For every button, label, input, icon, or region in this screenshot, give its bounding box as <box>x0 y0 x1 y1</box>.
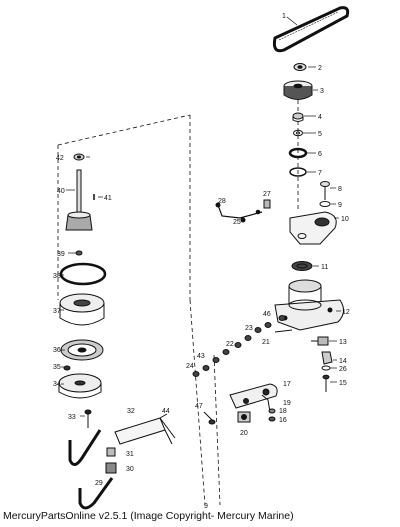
callout-8: 8 <box>338 186 342 193</box>
callout-4: 4 <box>318 114 322 121</box>
part-5-washer <box>293 129 303 137</box>
part-33-screw <box>84 409 92 428</box>
part-28-hose <box>215 202 263 219</box>
callout-30: 30 <box>126 466 134 473</box>
callout-47: 47 <box>195 403 203 410</box>
part-17-bracket <box>229 383 278 409</box>
callout-20: 20 <box>240 430 248 437</box>
part-3-pulley <box>283 80 313 100</box>
part-8-bolt <box>320 181 330 200</box>
callout-23: 23 <box>245 325 253 332</box>
part-32-tube <box>114 417 176 445</box>
callout-35: 35 <box>53 364 61 371</box>
callout-10: 10 <box>341 216 349 223</box>
callout-labels: 1 2 3 4 5 6 7 8 9 10 11 12 13 14 15 16 1… <box>53 13 350 510</box>
callout-1: 1 <box>282 13 286 20</box>
callout-44: 44 <box>162 408 170 415</box>
callout-29: 29 <box>95 480 103 487</box>
part-34-cover <box>58 373 102 399</box>
part-18-washer <box>268 408 276 414</box>
part-25-clip <box>240 217 246 223</box>
callout-25: 25 <box>233 219 241 226</box>
part-9-washer <box>319 201 331 207</box>
part-20-block <box>237 411 251 423</box>
callout-32: 32 <box>127 408 135 415</box>
part-44-clip <box>159 413 168 419</box>
callout-7: 7 <box>318 170 322 177</box>
part-27-fitting <box>263 199 271 209</box>
part-39-key <box>75 250 83 256</box>
part-47-screw <box>203 411 216 425</box>
part-11-ring <box>291 261 313 271</box>
image-caption: MercuryPartsOnline v2.5.1 (Image Copyrig… <box>3 510 294 522</box>
callout-15: 15 <box>339 380 347 387</box>
callout-38: 38 <box>53 273 61 280</box>
callout-5: 5 <box>318 131 322 138</box>
callout-22: 22 <box>226 341 234 348</box>
callout-6: 6 <box>318 151 322 158</box>
page-number: 9 <box>204 503 208 510</box>
callout-13: 13 <box>339 339 347 346</box>
part-38-ring <box>59 262 107 286</box>
part-4-nut <box>292 112 304 122</box>
part-29-hose <box>68 429 114 510</box>
part-2-nut <box>293 63 307 71</box>
part-13-fitting <box>311 336 329 346</box>
part-26-washer <box>321 365 331 371</box>
part-19-tube <box>261 394 271 413</box>
callout-16: 16 <box>279 417 287 424</box>
callout-33: 33 <box>68 414 76 421</box>
part-21-screw <box>274 329 293 333</box>
part-15-screw <box>322 374 330 392</box>
callout-17: 17 <box>283 381 291 388</box>
callout-28: 28 <box>218 198 226 205</box>
part-30-plug <box>105 462 117 474</box>
part-40-shaft <box>65 169 93 231</box>
callout-9: 9 <box>338 202 342 209</box>
callout-11: 11 <box>321 264 328 271</box>
callout-19: 19 <box>283 400 291 407</box>
part-35-screw <box>63 365 71 371</box>
callout-31: 31 <box>126 451 134 458</box>
part-31-plug <box>106 447 116 457</box>
callout-26: 26 <box>339 366 347 373</box>
callout-3: 3 <box>320 88 324 95</box>
callout-12: 12 <box>342 309 350 316</box>
callout-27: 27 <box>263 191 271 198</box>
callout-40: 40 <box>57 188 65 195</box>
part-10-bracket <box>289 211 337 245</box>
part-7-ring <box>289 167 307 177</box>
leader-lines <box>60 16 341 417</box>
callout-34: 34 <box>53 381 61 388</box>
callout-24: 24 <box>186 363 194 370</box>
part-1-belt <box>272 6 350 53</box>
callout-43: 43 <box>197 353 205 360</box>
callout-42: 42 <box>56 155 64 162</box>
part-26-clip <box>255 209 261 215</box>
callout-21: 21 <box>262 339 270 346</box>
dashed-frame <box>57 100 299 506</box>
callout-46: 46 <box>263 311 271 318</box>
part-37-rotor <box>59 293 105 326</box>
callout-41: 41 <box>104 195 112 202</box>
callout-14: 14 <box>339 358 347 365</box>
part-42-washer <box>73 153 85 161</box>
part-6-ring <box>288 147 308 159</box>
part-16-nut <box>268 416 276 422</box>
callout-37: 37 <box>53 308 61 315</box>
callout-18: 18 <box>279 408 287 415</box>
callout-36: 36 <box>53 347 61 354</box>
part-36-gear-plate <box>60 339 104 361</box>
mounting-screws <box>192 315 286 377</box>
part-12-pump-housing <box>274 279 344 331</box>
part-14-elbow <box>321 351 333 365</box>
callout-2: 2 <box>318 65 322 72</box>
callout-39: 39 <box>57 251 65 258</box>
